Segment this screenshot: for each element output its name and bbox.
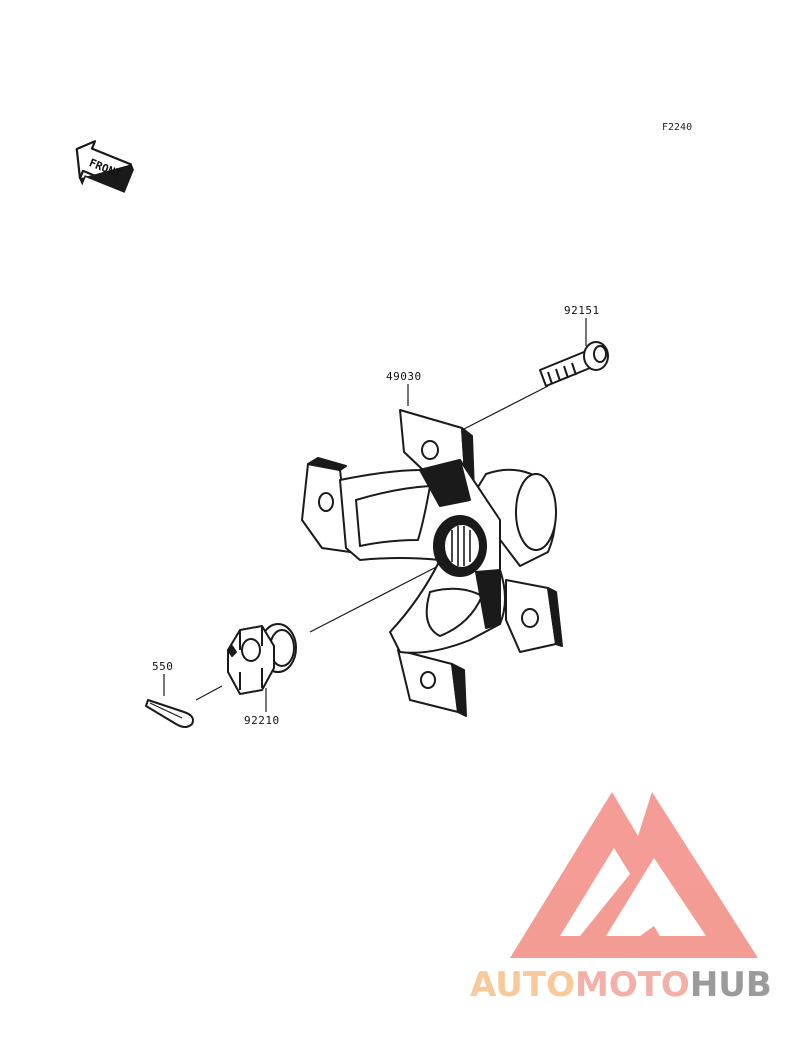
logo-word-auto: AUTO <box>470 965 575 1005</box>
part-label-550: 550 <box>152 660 173 673</box>
part-label-92210: 92210 <box>244 714 280 727</box>
front-arrow-icon: FRONT <box>75 140 134 193</box>
castle-nut-92210 <box>227 623 297 695</box>
logo-word-hub: HUB <box>690 965 772 1005</box>
svg-text:AUTOMOTOHUB: AUTOMOTOHUB <box>470 965 772 1005</box>
diagram-code: F2240 <box>662 122 692 133</box>
watermark-logo: AUTOMOTOHUB <box>470 792 772 1005</box>
wheel-hub-49030 <box>301 409 563 717</box>
wheel-stud-92151 <box>539 341 609 387</box>
cotter-pin-550 <box>145 699 194 728</box>
logo-triangle-icon <box>510 792 758 958</box>
logo-word-moto: MOTO <box>575 965 690 1005</box>
part-label-49030: 49030 <box>386 370 422 383</box>
part-label-92151: 92151 <box>564 304 600 317</box>
